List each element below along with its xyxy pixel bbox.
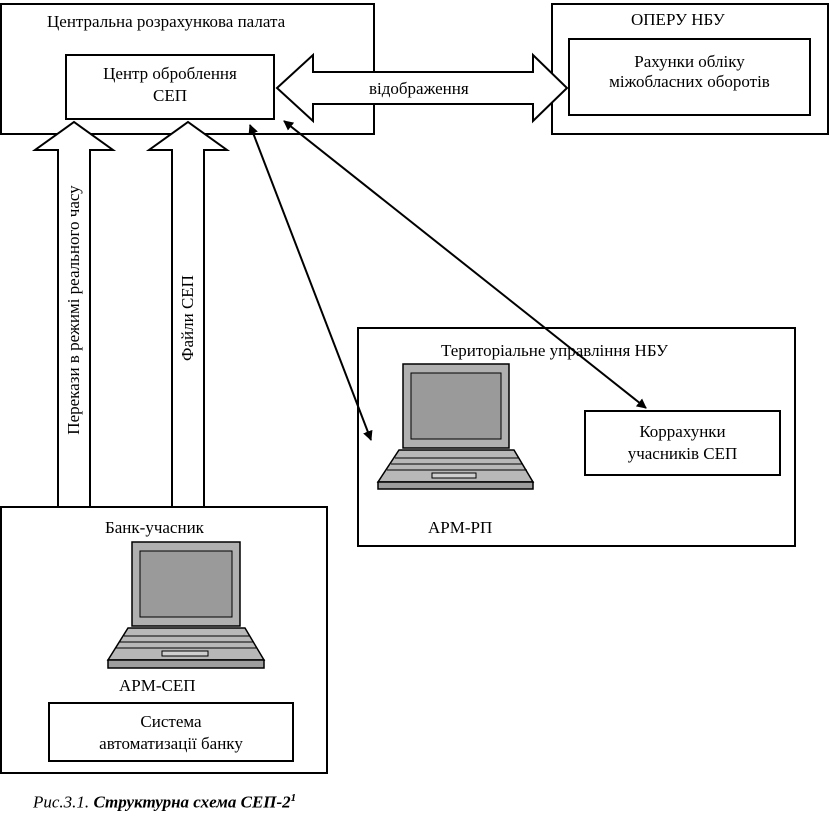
- center-to-arm-rp-line: [248, 124, 373, 441]
- interregional-accounts-box: [568, 38, 811, 116]
- bank-automation-system-box: [48, 702, 294, 762]
- arm-sep-computer-icon: [106, 541, 266, 669]
- center-to-corr-accounts-line: [283, 120, 647, 409]
- sep-processing-center-line1: Центр оброблення: [103, 64, 237, 83]
- corr-accounts-line1: Коррахунки: [639, 422, 726, 441]
- central-settlement-title: Центральна розрахункова палата: [47, 12, 286, 31]
- corr-accounts-line2: учасників СЕП: [627, 444, 738, 463]
- figure-caption-text: Структурна схема СЕП-2: [93, 792, 291, 812]
- figure-caption-prefix: Рис.3.1.: [33, 792, 90, 812]
- sep-processing-center-line2: СЕП: [153, 86, 187, 105]
- interregional-accounts-line1: Рахунки обліку: [634, 52, 745, 71]
- figure-caption-footnote: 1: [290, 792, 297, 804]
- operu-nbu-box: [551, 3, 829, 135]
- arm-sep-label: АРМ-СЕП: [119, 676, 196, 695]
- operu-nbu-title: ОПЕРУ НБУ: [631, 10, 725, 29]
- sep-files-label: Файли СЕП: [178, 275, 197, 361]
- realtime-transfers-arrow: [31, 120, 117, 508]
- bank-automation-system-line2: автоматизації банку: [99, 734, 243, 753]
- arm-rp-computer-icon: [376, 363, 535, 490]
- sep-processing-center-box: [65, 54, 275, 120]
- display-arrow-label: відображення: [367, 79, 471, 99]
- participant-bank-box: [0, 506, 328, 774]
- realtime-transfers-label: Перекази в режимі реального часу: [64, 185, 83, 435]
- interregional-accounts-line2: міжобласних оборотів: [609, 72, 770, 91]
- arm-rp-label: АРМ-РП: [428, 518, 493, 537]
- corr-accounts-box: [584, 410, 781, 476]
- figure-caption: Рис.3.1. Структурна схема СЕП-21: [33, 792, 296, 813]
- participant-bank-title: Банк-учасник: [105, 518, 204, 537]
- sep-files-arrow: [145, 120, 231, 508]
- bank-automation-system-line1: Система: [140, 712, 202, 731]
